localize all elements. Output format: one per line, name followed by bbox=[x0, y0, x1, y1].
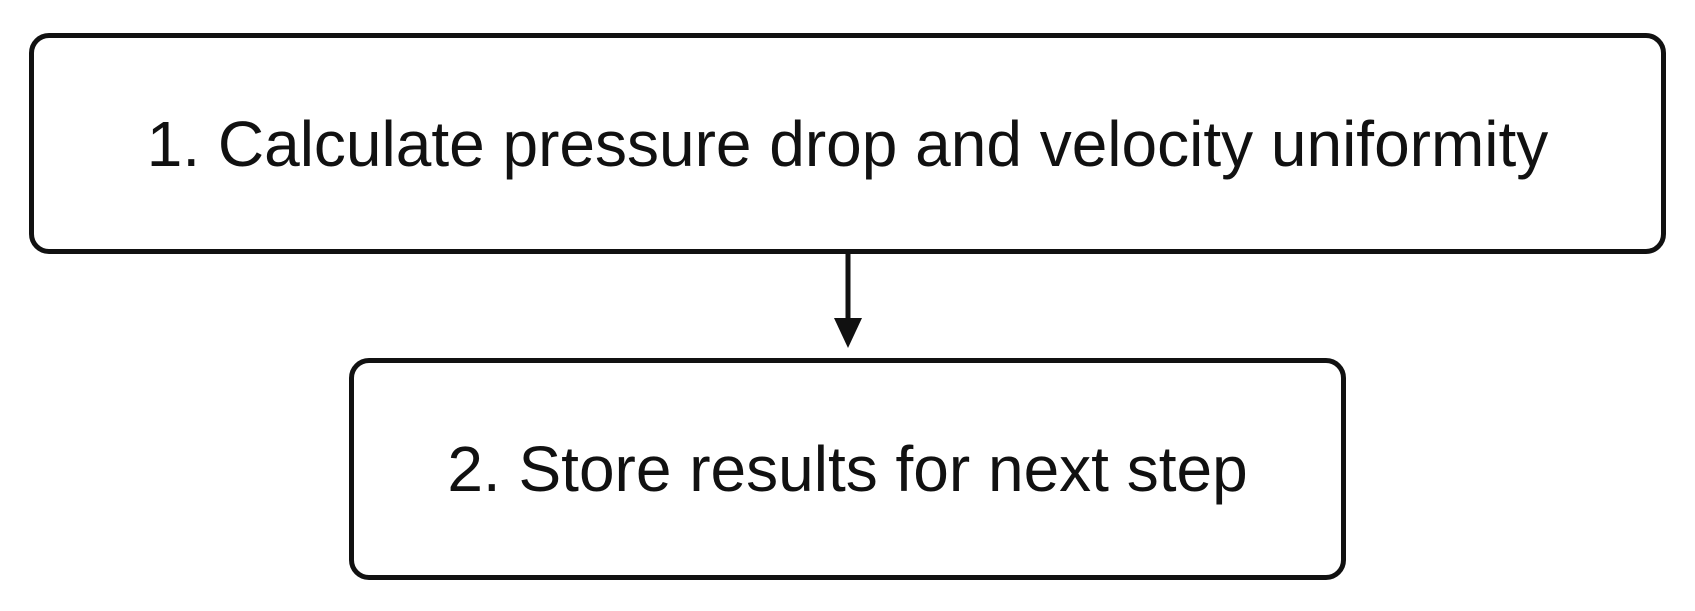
step-box-calculate: 1. Calculate pressure drop and velocity … bbox=[29, 33, 1666, 254]
arrow-head-icon bbox=[834, 318, 862, 348]
step-box-store: 2. Store results for next step bbox=[349, 358, 1346, 580]
step-label-store: 2. Store results for next step bbox=[447, 433, 1248, 505]
step-label-calculate: 1. Calculate pressure drop and velocity … bbox=[146, 107, 1549, 180]
